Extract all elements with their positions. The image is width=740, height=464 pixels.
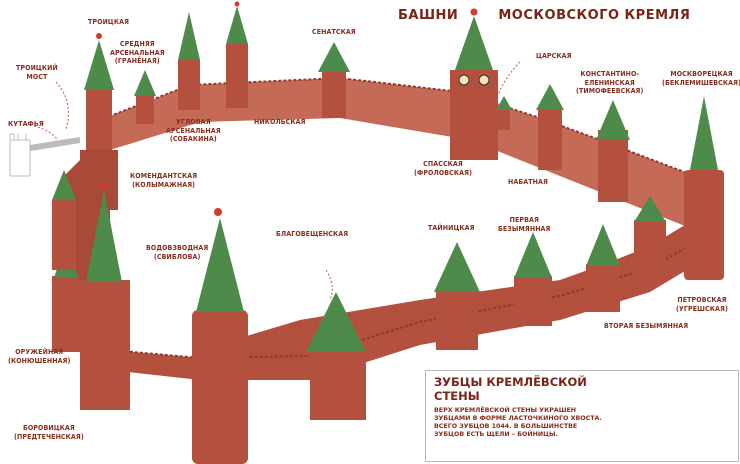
tsarskaya-tower	[496, 96, 512, 130]
troitsky-bridge	[29, 137, 81, 151]
label-senatskaya: СЕНАТСКАЯ	[312, 28, 356, 36]
info-heading: ЗУБЦЫ КРЕМЛЁВСКОЙ СТЕНЫ	[434, 375, 587, 403]
page-title: БАШНИ МОСКОВСКОГО КРЕМЛЯ	[398, 8, 690, 23]
merlons-info-box: ЗУБЦЫ КРЕМЛЁВСКОЙ СТЕНЫ ВЕРХ КРЕМЛЁВСКОЙ…	[425, 370, 739, 462]
title-part2: МОСКОВСКОГО КРЕМЛЯ	[498, 8, 691, 23]
vodovzvodnaya-tower	[192, 208, 248, 464]
konstantino-tower	[596, 100, 630, 202]
komendantskaya-tower	[52, 170, 76, 270]
label-moskvoretskaya: МОСКВОРЕЦКАЯ (БЕКЛЕМИШЕВСКАЯ)	[662, 70, 740, 87]
srednyaya-tower	[178, 12, 200, 110]
blagoveshchenskaya-tower	[306, 292, 366, 420]
kutafya-tower	[9, 133, 31, 177]
label-petrovskaya: ПЕТРОВСКАЯ (УГРЕШСКАЯ)	[676, 296, 728, 313]
label-taynitskaya: ТАЙНИЦКАЯ	[428, 224, 475, 232]
label-troitskaya: ТРОИЦКАЯ	[88, 18, 130, 26]
label-oruzheynaya: ОРУЖЕЙНАЯ (КОНЮШЕННАЯ)	[8, 348, 71, 365]
title-part1: БАШНИ	[398, 8, 459, 23]
pervaya-tower	[514, 232, 552, 326]
label-konstantino: КОНСТАНТИНО- ЕЛЕНИНСКАЯ (ТИМОФЕЕВСКАЯ)	[576, 70, 644, 95]
label-srednyaya: СРЕДНЯЯ АРСЕНАЛЬНАЯ (ГРАНЁНАЯ)	[110, 40, 165, 65]
info-text: ВЕРХ КРЕМЛЁВСКОЙ СТЕНЫ УКРАШЕН ЗУБЦАМИ В…	[434, 407, 602, 438]
moskvoretskaya-tower	[684, 96, 724, 280]
label-spasskaya: СПАССКАЯ (ФРОЛОВСКАЯ)	[414, 160, 473, 177]
label-blagoveshchenskaya: БЛАГОВЕЩЕНСКАЯ	[276, 230, 349, 238]
label-komendantskaya: КОМЕНДАНТСКАЯ (КОЛЫМАЖНАЯ)	[130, 172, 198, 189]
label-tsarskaya: ЦАРСКАЯ	[536, 52, 572, 60]
label-vtoraya: ВТОРАЯ БЕЗЫМЯННАЯ	[604, 322, 689, 330]
pointer-lines	[33, 61, 521, 301]
small-tower	[134, 70, 156, 124]
label-vodovzvodnaya: ВОДОВЗВОДНАЯ (СВИБЛОВА)	[146, 244, 209, 261]
taynitskaya-tower	[434, 242, 480, 350]
vtoraya-tower	[586, 224, 620, 312]
senatskaya-tower	[318, 42, 350, 118]
label-nabatnaya: НАБАТНАЯ	[508, 178, 548, 186]
troitskaya-tower	[80, 33, 118, 210]
borovitskaya-tower	[80, 182, 130, 410]
label-nikolskaya: НИКОЛЬСКАЯ	[254, 118, 306, 126]
label-uglovaya: УГЛОВАЯ АРСЕНАЛЬНАЯ (СОБАКИНА)	[166, 118, 221, 143]
nabatnaya-tower	[536, 84, 564, 170]
label-kutafya: КУТАФЬЯ	[8, 120, 44, 128]
petrovskaya-tower	[634, 196, 666, 280]
label-troitsky-most: ТРОИЦКИЙ МОСТ	[16, 64, 58, 81]
label-borovitskaya: БОРОВИЦКАЯ (ПРЕДТЕЧЕНСКАЯ)	[14, 424, 84, 441]
label-pervaya: ПЕРВАЯ БЕЗЫМЯННАЯ	[498, 216, 551, 233]
nikolskaya-tower	[226, 1, 248, 108]
spasskaya-tower	[450, 8, 498, 160]
